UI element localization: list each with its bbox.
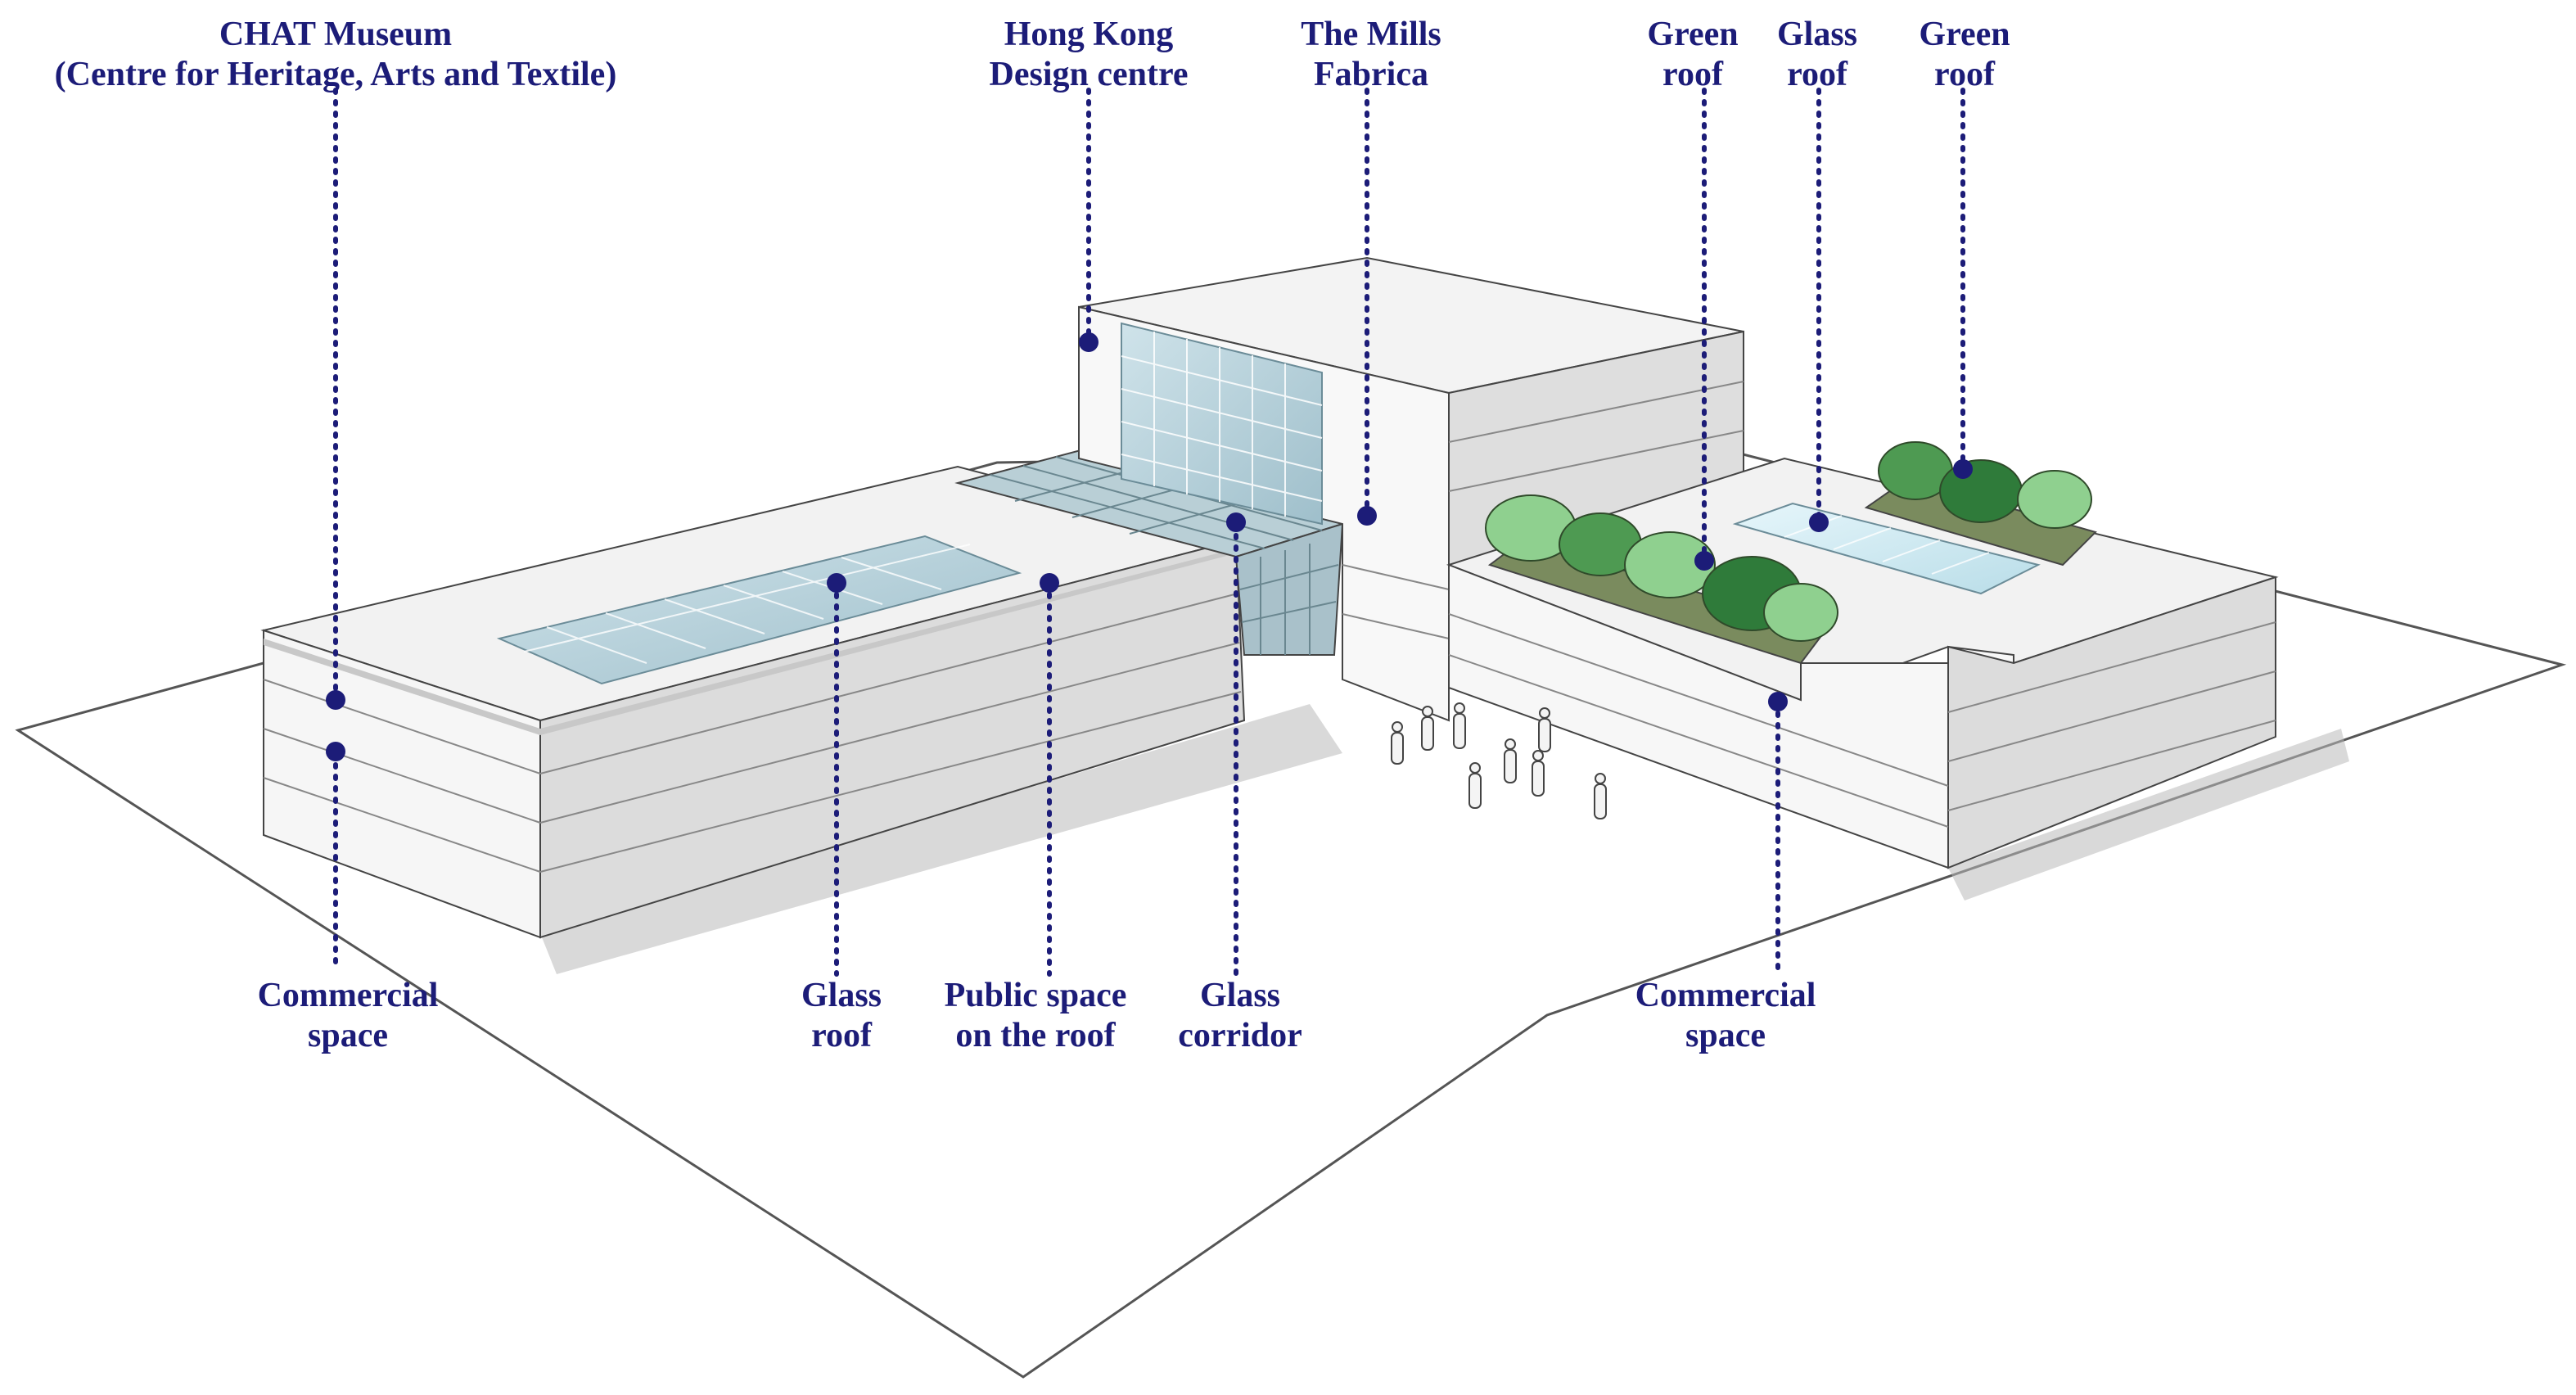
label-glass-corridor-line2: corridor — [1178, 1017, 1302, 1054]
marker-green-roof-2 — [1953, 459, 1973, 479]
label-commercial-space-right-line1: Commercial — [1635, 977, 1816, 1014]
marker-glass-roof-top — [1809, 512, 1829, 532]
marker-hk-design-centre — [1079, 332, 1099, 352]
marker-mills-fabrica — [1357, 506, 1377, 526]
label-chat-museum-line1: CHAT Museum — [219, 16, 453, 53]
label-public-space: Public space on the roof — [945, 976, 1127, 1056]
marker-glass-corridor — [1226, 512, 1246, 532]
label-glass-roof-bottom-line1: Glass — [801, 977, 882, 1014]
label-commercial-space-right-line2: space — [1685, 1017, 1766, 1054]
label-mills-fabrica: The Mills Fabrica — [1301, 15, 1441, 95]
label-mills-fabrica-line1: The Mills — [1301, 16, 1441, 53]
label-hk-design-centre-line1: Hong Kong — [1004, 16, 1174, 53]
label-green-roof-2-line2: roof — [1934, 56, 1995, 93]
callout-markers — [326, 332, 1973, 761]
label-public-space-line2: on the roof — [955, 1017, 1116, 1054]
label-green-roof-2-line1: Green — [1919, 16, 2010, 53]
label-chat-museum: CHAT Museum (Centre for Heritage, Arts a… — [55, 15, 617, 95]
label-green-roof-2: Green roof — [1919, 15, 2010, 95]
label-hk-design-centre: Hong Kong Design centre — [990, 15, 1189, 95]
label-green-roof-1-line1: Green — [1647, 16, 1739, 53]
label-commercial-space-left-line2: space — [308, 1017, 388, 1054]
label-public-space-line1: Public space — [944, 977, 1127, 1014]
people-figures — [1391, 702, 1607, 819]
building-shadows — [540, 704, 2349, 974]
callout-lines — [333, 88, 1965, 977]
label-glass-roof-bottom-line2: roof — [811, 1017, 872, 1054]
marker-green-roof-1 — [1694, 551, 1714, 571]
marker-chat-museum — [326, 690, 345, 710]
label-glass-roof-top-line2: roof — [1787, 56, 1847, 93]
label-commercial-space-left-line1: Commercial — [257, 977, 439, 1014]
green-roof-planting — [1485, 441, 2097, 665]
marker-commercial-left — [326, 742, 345, 761]
label-green-roof-1-line2: roof — [1662, 56, 1723, 93]
label-commercial-space-right: Commercial space — [1635, 976, 1816, 1056]
label-commercial-space-left: Commercial space — [258, 976, 439, 1056]
chat-museum-block — [260, 465, 1246, 939]
label-glass-corridor: Glass corridor — [1178, 976, 1302, 1056]
label-glass-corridor-line1: Glass — [1199, 977, 1281, 1014]
label-green-roof-1: Green roof — [1647, 15, 1738, 95]
label-chat-museum-line2: (Centre for Heritage, Arts and Textile) — [54, 56, 617, 93]
label-glass-roof-bottom: Glass roof — [801, 976, 882, 1056]
marker-commercial-right — [1768, 692, 1788, 711]
label-glass-roof-top: Glass roof — [1777, 15, 1857, 95]
label-mills-fabrica-line2: Fabrica — [1314, 56, 1428, 93]
right-commercial-block — [1446, 457, 2279, 869]
label-glass-roof-top-line1: Glass — [1776, 16, 1858, 53]
label-hk-design-centre-line2: Design centre — [989, 56, 1189, 93]
marker-glass-roof-bottom — [827, 573, 846, 593]
glass-corridor — [954, 449, 1346, 656]
marker-public-space — [1040, 573, 1059, 593]
